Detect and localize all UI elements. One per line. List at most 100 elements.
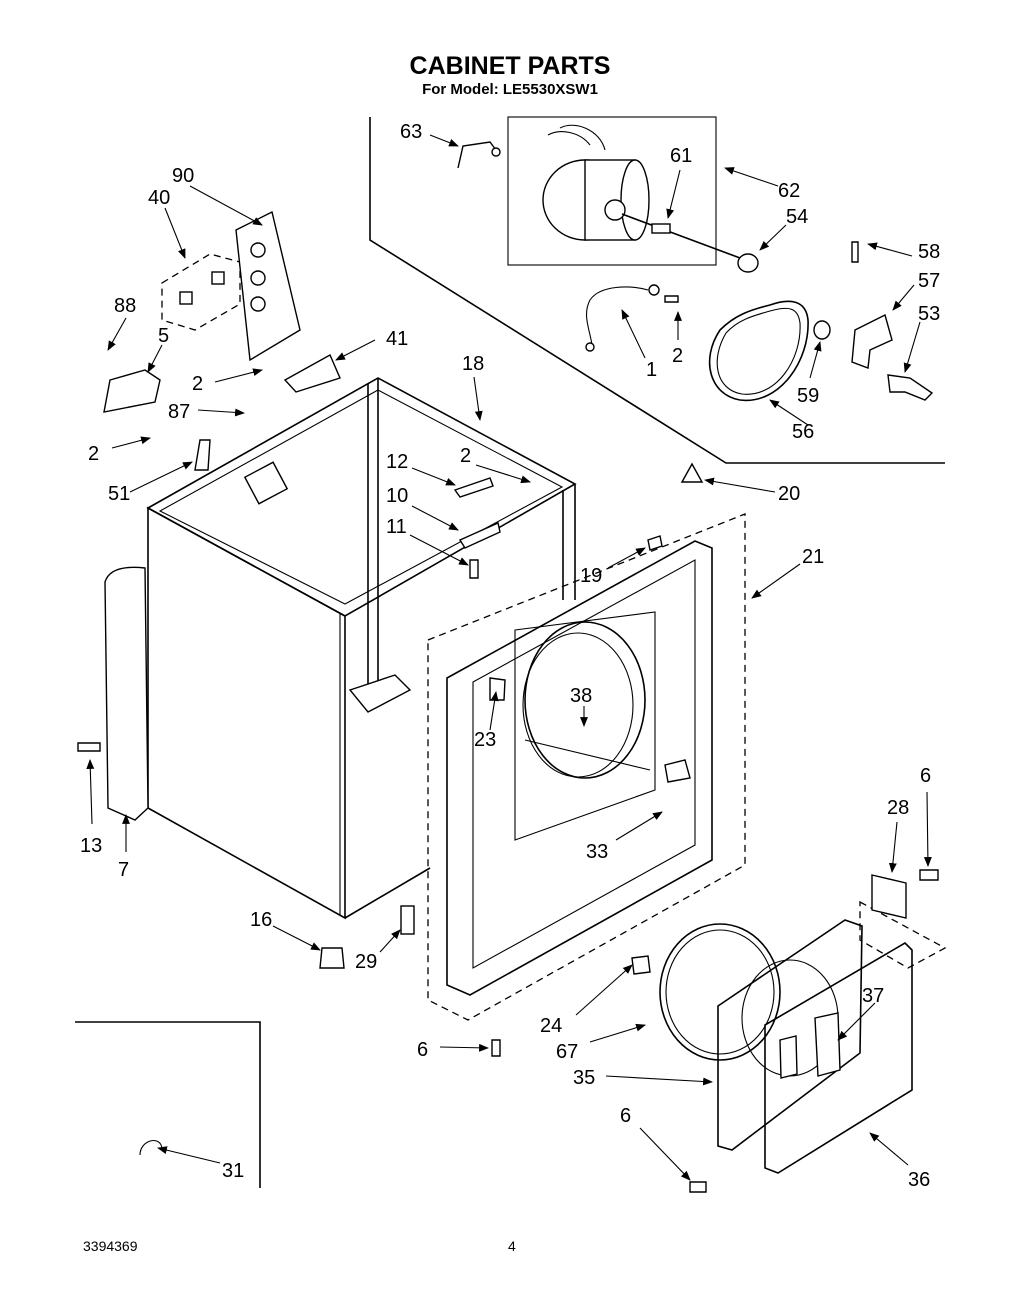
callout-28: 28 bbox=[887, 797, 909, 819]
callout-56: 56 bbox=[792, 421, 814, 443]
cabinet bbox=[77, 377, 577, 969]
callout-41: 41 bbox=[386, 328, 408, 350]
callout-24: 24 bbox=[540, 1015, 562, 1037]
motor-inset bbox=[369, 116, 945, 464]
callout-13: 13 bbox=[80, 835, 102, 857]
door-catch bbox=[664, 759, 691, 783]
callout-51: 51 bbox=[108, 483, 130, 505]
callout-40: 40 bbox=[148, 187, 170, 209]
callout-35: 35 bbox=[573, 1067, 595, 1089]
callout-36: 36 bbox=[908, 1169, 930, 1191]
callout-53: 53 bbox=[918, 303, 940, 325]
drive-belt bbox=[708, 300, 809, 402]
callout-67: 67 bbox=[556, 1041, 578, 1063]
callout-labels: 63 61 62 54 58 57 53 1 2 59 56 90 40 88 … bbox=[80, 121, 940, 1191]
door-hinge bbox=[871, 874, 907, 919]
callout-90: 90 bbox=[172, 165, 194, 187]
callout-2: 2 bbox=[672, 345, 683, 367]
idler-bracket bbox=[457, 141, 497, 169]
wire-clip bbox=[139, 1140, 163, 1156]
wire-clip bbox=[194, 439, 211, 471]
panel-clip bbox=[647, 535, 663, 551]
callout-20: 20 bbox=[778, 483, 800, 505]
idler-arm bbox=[851, 313, 893, 369]
leveling-leg bbox=[319, 947, 345, 969]
motor-pulley bbox=[737, 253, 759, 273]
drive-motor bbox=[542, 124, 741, 259]
callout-2: 2 bbox=[88, 443, 99, 465]
callout-54: 54 bbox=[786, 206, 808, 228]
callout-6: 6 bbox=[620, 1105, 631, 1127]
bracket bbox=[458, 522, 501, 549]
callout-21: 21 bbox=[802, 546, 824, 568]
model-subtitle: For Model: LE5530XSW1 bbox=[422, 81, 598, 98]
rear-bracket bbox=[348, 674, 412, 713]
callout-31: 31 bbox=[222, 1160, 244, 1182]
callout-58: 58 bbox=[918, 241, 940, 263]
idler-pulley bbox=[813, 320, 831, 340]
callout-6: 6 bbox=[920, 765, 931, 787]
callout-1: 1 bbox=[646, 359, 657, 381]
door-seal bbox=[659, 923, 781, 1061]
front-panel-outline bbox=[427, 513, 746, 1021]
leader-lines bbox=[86, 134, 932, 1181]
page-number: 4 bbox=[508, 1238, 516, 1254]
terminal-block-parts bbox=[103, 210, 341, 471]
bracket bbox=[453, 477, 494, 498]
front-panel bbox=[446, 540, 713, 996]
callout-16: 16 bbox=[250, 909, 272, 931]
cabinet-tab bbox=[400, 905, 415, 935]
callout-6: 6 bbox=[417, 1039, 428, 1061]
callout-33: 33 bbox=[586, 841, 608, 863]
door-assembly bbox=[631, 869, 947, 1193]
screw bbox=[77, 742, 101, 752]
motor-assembly-box bbox=[507, 116, 717, 266]
lower-inset bbox=[75, 1021, 261, 1188]
ground-wire bbox=[586, 286, 649, 346]
screw bbox=[491, 1039, 501, 1057]
motor-switch bbox=[651, 223, 671, 234]
document-number: 3394369 bbox=[83, 1238, 138, 1254]
callout-11: 11 bbox=[386, 516, 407, 538]
callout-2: 2 bbox=[192, 373, 203, 395]
door-catch-strike bbox=[631, 955, 651, 975]
screw bbox=[664, 295, 679, 303]
door-opening bbox=[524, 621, 646, 779]
callout-7: 7 bbox=[118, 859, 129, 881]
cabinet-bracket bbox=[243, 461, 289, 505]
callout-19: 19 bbox=[580, 565, 602, 587]
callout-87: 87 bbox=[168, 401, 190, 423]
screw bbox=[851, 241, 859, 263]
cabinet-side-panel bbox=[147, 506, 346, 920]
callout-38: 38 bbox=[570, 685, 592, 707]
callout-59: 59 bbox=[797, 385, 819, 407]
cap bbox=[680, 462, 704, 483]
callout-2: 2 bbox=[460, 445, 471, 467]
callout-63: 63 bbox=[400, 121, 422, 143]
callout-37: 37 bbox=[862, 985, 884, 1007]
door-inner-panel bbox=[717, 919, 863, 1151]
front-panel-assembly bbox=[427, 462, 746, 1057]
callout-29: 29 bbox=[355, 951, 377, 973]
screw bbox=[919, 869, 939, 881]
callout-5: 5 bbox=[158, 325, 169, 347]
screw bbox=[469, 559, 479, 579]
door-handle bbox=[814, 1012, 841, 1077]
cabinet-top-frame bbox=[146, 377, 577, 617]
door-switch bbox=[489, 677, 506, 701]
callout-12: 12 bbox=[386, 451, 408, 473]
callout-88: 88 bbox=[114, 295, 136, 317]
callout-57: 57 bbox=[918, 270, 940, 292]
terminal-bracket bbox=[283, 354, 341, 393]
ground-plate bbox=[103, 369, 161, 413]
callout-23: 23 bbox=[474, 729, 496, 751]
door-outer-panel bbox=[764, 941, 913, 1174]
side-rail bbox=[104, 566, 149, 821]
callout-61: 61 bbox=[670, 145, 692, 167]
callout-62: 62 bbox=[778, 180, 800, 202]
screw bbox=[689, 1181, 707, 1193]
callout-10: 10 bbox=[386, 485, 408, 507]
thermostat-block bbox=[235, 210, 301, 362]
